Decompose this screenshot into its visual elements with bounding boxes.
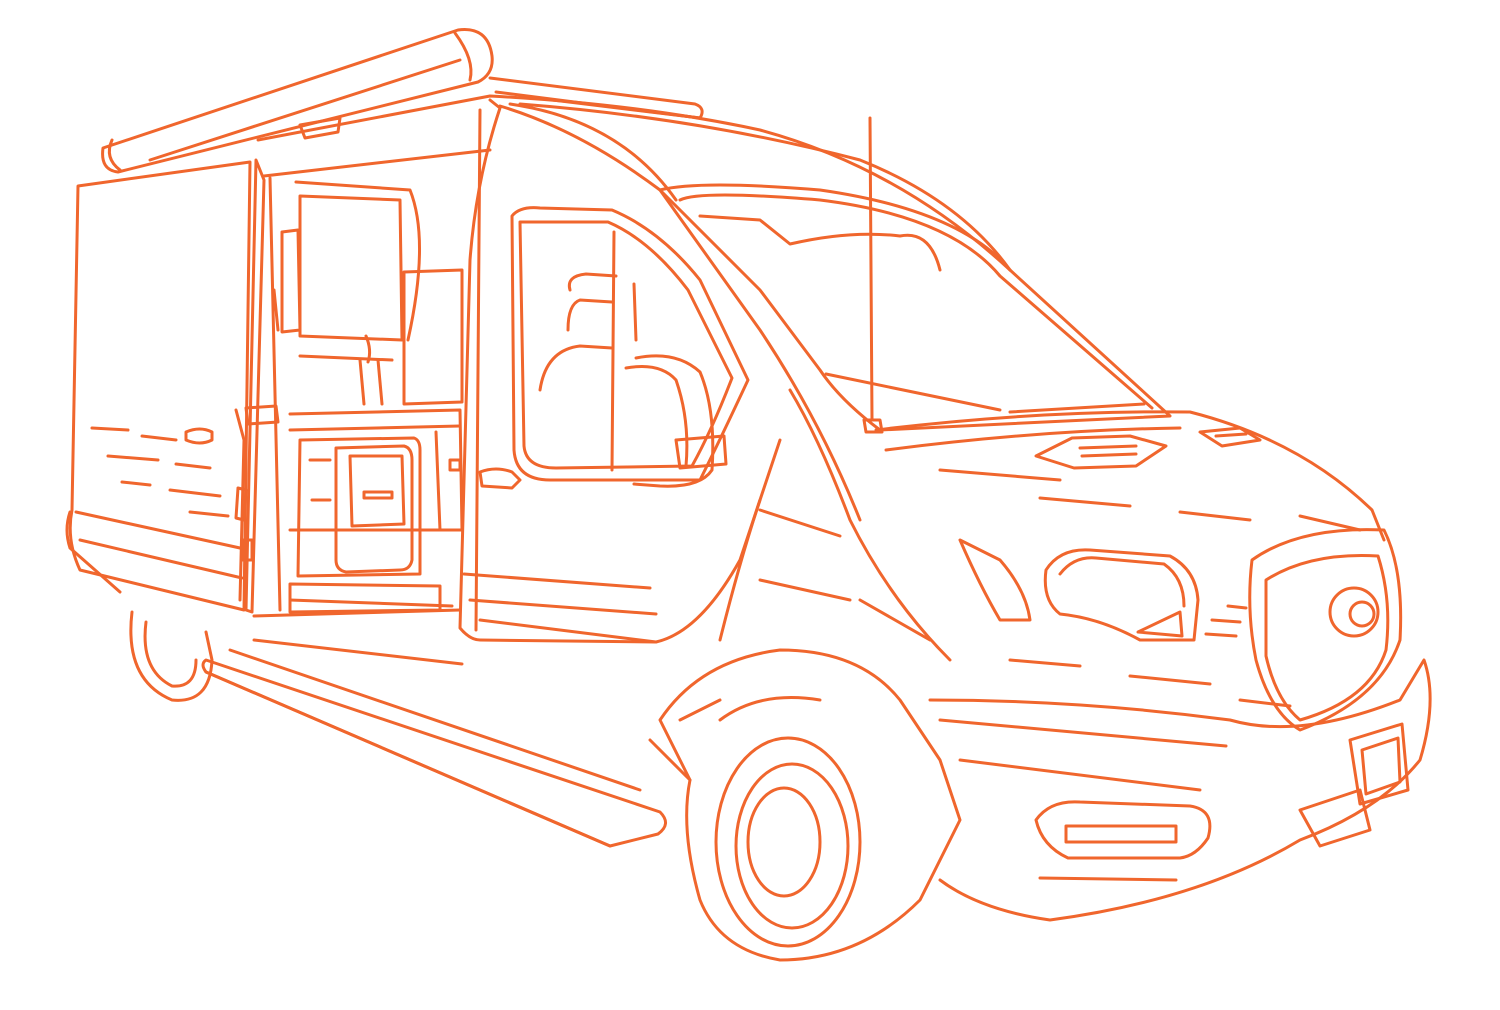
running-board bbox=[201, 648, 667, 848]
sliding-door-panel bbox=[458, 98, 762, 644]
roof-rack bbox=[256, 76, 1012, 272]
front-wheel bbox=[648, 648, 962, 962]
rear-body-panel bbox=[65, 160, 252, 612]
roof-awning bbox=[101, 28, 494, 174]
front-cab bbox=[498, 102, 1432, 922]
rear-wheel bbox=[129, 610, 214, 702]
sliding-door-opening bbox=[234, 148, 492, 666]
van-line-art bbox=[65, 28, 1432, 962]
